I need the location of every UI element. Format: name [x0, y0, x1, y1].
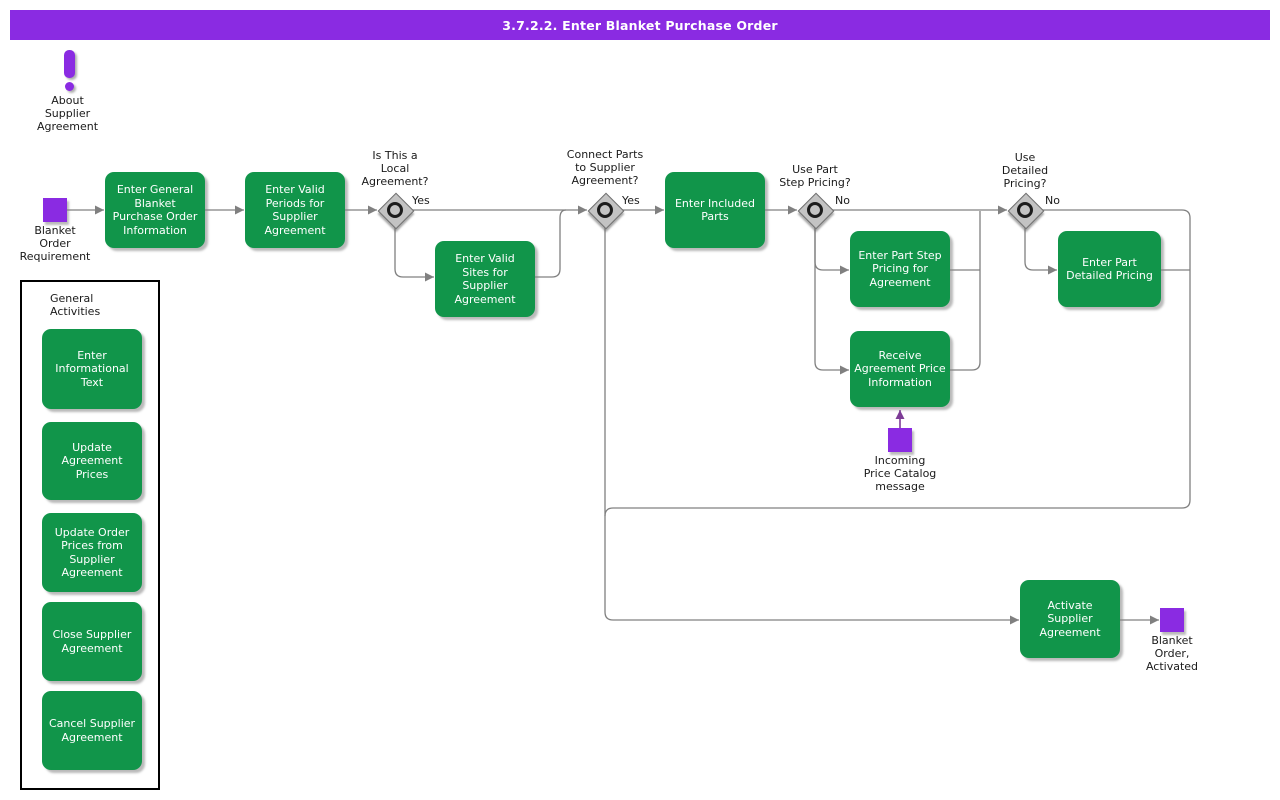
task-update-order-prices[interactable]: Update Order Prices from Supplier Agreem…: [42, 513, 142, 592]
about-note-icon[interactable]: [60, 48, 82, 94]
gateway-circle-icon: [387, 202, 403, 218]
task-cancel-supplier-agreement[interactable]: Cancel Supplier Agreement: [42, 691, 142, 770]
gateway-connect-parts-question: Connect Parts to Supplier Agreement?: [566, 148, 644, 187]
general-activities-panel: General Activities Enter Informational T…: [20, 280, 160, 790]
task-close-supplier-agreement[interactable]: Close Supplier Agreement: [42, 602, 142, 681]
task-enter-part-detailed-pricing[interactable]: Enter Part Detailed Pricing: [1058, 231, 1161, 307]
exclamation-dot: [65, 82, 74, 91]
gateway-circle-icon: [807, 202, 823, 218]
branch-label-yes: Yes: [622, 194, 640, 207]
task-enter-general-blanket-po-info[interactable]: Enter General Blanket Purchase Order Inf…: [105, 172, 205, 248]
start-event-blanket-order-requirement: [43, 198, 67, 222]
branch-label-yes: Yes: [412, 194, 430, 207]
end-event-blanket-order-activated: [1160, 608, 1184, 632]
exclamation-icon: [64, 50, 75, 78]
branch-label-no: No: [835, 194, 850, 207]
task-enter-included-parts[interactable]: Enter Included Parts: [665, 172, 765, 248]
gateway-detailed-pricing-question: Use Detailed Pricing?: [1001, 151, 1049, 190]
gateway-circle-icon: [597, 202, 613, 218]
task-enter-part-step-pricing[interactable]: Enter Part Step Pricing for Agreement: [850, 231, 950, 307]
task-enter-valid-periods[interactable]: Enter Valid Periods for Supplier Agreeme…: [245, 172, 345, 248]
task-enter-informational-text[interactable]: Enter Informational Text: [42, 329, 142, 409]
task-enter-valid-sites[interactable]: Enter Valid Sites for Supplier Agreement: [435, 241, 535, 317]
start-event-label: Blanket Order Requirement: [19, 224, 91, 263]
about-note-label: About Supplier Agreement: [36, 94, 99, 133]
page-title: 3.7.2.2. Enter Blanket Purchase Order: [10, 10, 1270, 40]
branch-label-no: No: [1045, 194, 1060, 207]
gateway-circle-icon: [1017, 202, 1033, 218]
task-activate-supplier-agreement[interactable]: Activate Supplier Agreement: [1020, 580, 1120, 658]
message-event-incoming-price-catalog: [888, 428, 912, 452]
task-update-agreement-prices[interactable]: Update Agreement Prices: [42, 422, 142, 500]
general-activities-title: General Activities: [50, 292, 101, 318]
message-event-label: Incoming Price Catalog message: [863, 454, 937, 493]
end-event-label: Blanket Order, Activated: [1145, 634, 1199, 673]
gateway-step-pricing-question: Use Part Step Pricing?: [779, 163, 851, 189]
gateway-local-agreement-question: Is This a Local Agreement?: [361, 149, 429, 188]
task-receive-agreement-price-info[interactable]: Receive Agreement Price Information: [850, 331, 950, 407]
